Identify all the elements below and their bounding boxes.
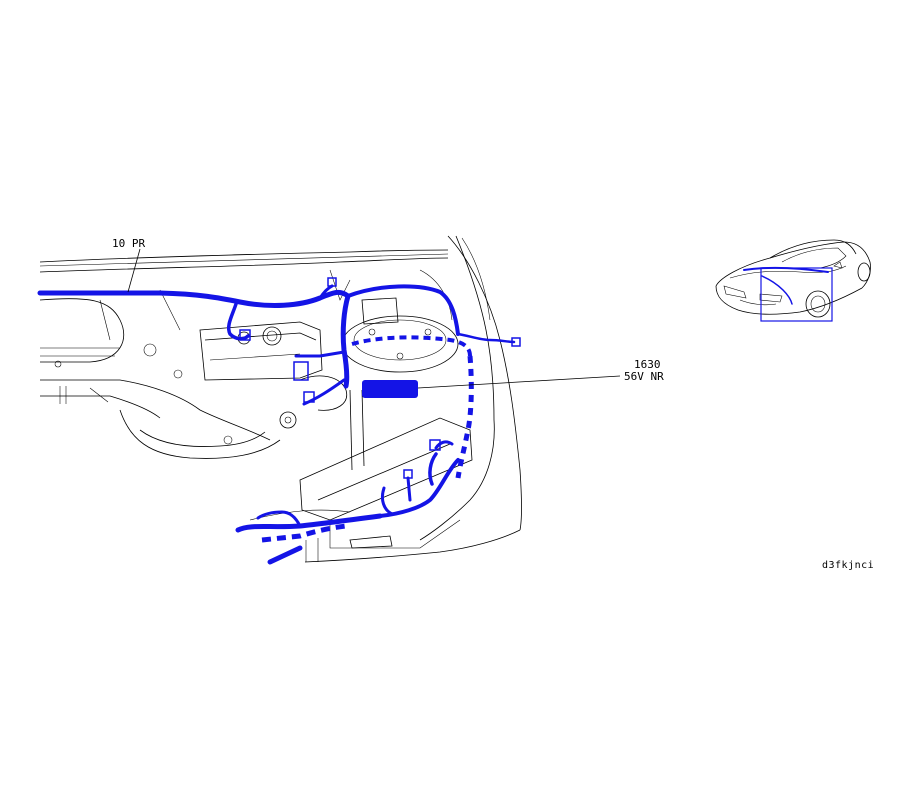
connector-desc-label: 56V NR	[624, 370, 664, 383]
callout-leaders	[127, 248, 621, 389]
harness-label-10pr: 10 PR	[112, 237, 145, 250]
engine-bay-line-art	[39, 235, 522, 563]
locator-car-thumbnail	[715, 239, 871, 322]
connector-code-label: 1630	[634, 358, 661, 371]
reference-code: d3fkjnci	[822, 560, 874, 571]
highlight-box	[760, 267, 833, 322]
wiring-harness	[37, 277, 521, 565]
